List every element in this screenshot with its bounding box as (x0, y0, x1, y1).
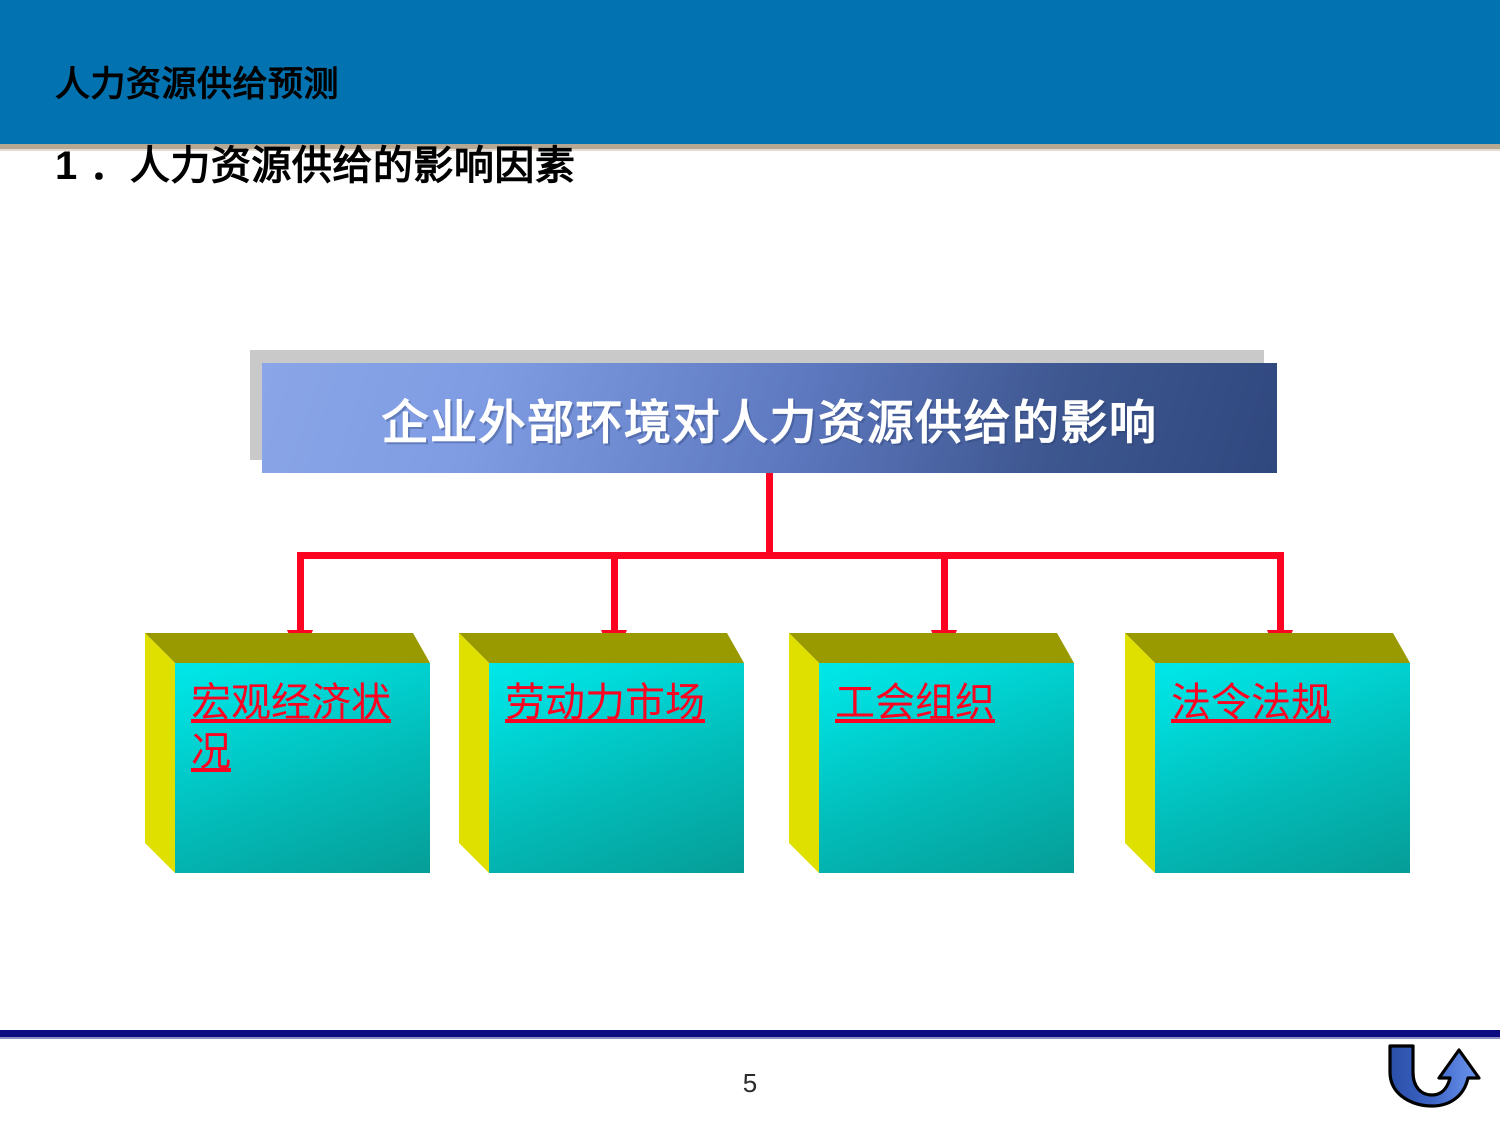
diagram-title-box: 企业外部环境对人力资源供给的影响 (262, 363, 1277, 473)
u-turn-arrow-icon (1380, 1040, 1490, 1112)
factor-node-2: 劳动力市场 (459, 633, 744, 873)
page-title: 人力资源供给预测 1 ．人力资源供给的影响因素 (55, 26, 1255, 228)
factor-label-2: 劳动力市场 (505, 681, 705, 725)
cube-left-face (1125, 633, 1155, 873)
diagram-title-text: 企业外部环境对人力资源供给的影响 (381, 395, 1158, 449)
cube-top-face (1125, 633, 1410, 663)
connector-drop-1 (297, 552, 304, 634)
page-number: 5 (742, 1068, 758, 1098)
factor-node-4: 法令法规 (1125, 633, 1410, 873)
factor-label-4: 法令法规 (1171, 681, 1331, 725)
connector-drop-3 (941, 552, 948, 634)
cube-top-face (145, 633, 430, 663)
factor-label-3: 工会组织 (835, 681, 995, 725)
page-title-line-2: 1 ．人力资源供给的影响因素 (55, 143, 576, 188)
connector-drop-4 (1277, 552, 1284, 634)
cube-left-face (145, 633, 175, 873)
header-divider-highlight (0, 149, 1500, 151)
cube-front-face: 宏观经济状况 (175, 663, 430, 873)
cube-front-face: 工会组织 (819, 663, 1074, 873)
cube-left-face (459, 633, 489, 873)
factor-label-1: 宏观经济状况 (191, 681, 391, 774)
cube-top-face (459, 633, 744, 663)
factor-node-1: 宏观经济状况 (145, 633, 430, 873)
cube-left-face (789, 633, 819, 873)
page-title-line-1: 人力资源供给预测 (55, 64, 340, 104)
cube-front-face: 法令法规 (1155, 663, 1410, 873)
header-band (0, 0, 1500, 144)
factor-node-3: 工会组织 (789, 633, 1074, 873)
connector-drop-2 (611, 552, 618, 634)
cube-front-face: 劳动力市场 (489, 663, 744, 873)
cube-top-face (789, 633, 1074, 663)
connector-horizontal-bar (297, 552, 1284, 559)
connector-stem (766, 473, 773, 558)
header-divider (0, 144, 1500, 149)
footer-divider-highlight (0, 1037, 1500, 1039)
footer-divider (0, 1030, 1500, 1037)
diagram-title-box-inner: 企业外部环境对人力资源供给的影响 (262, 363, 1277, 473)
